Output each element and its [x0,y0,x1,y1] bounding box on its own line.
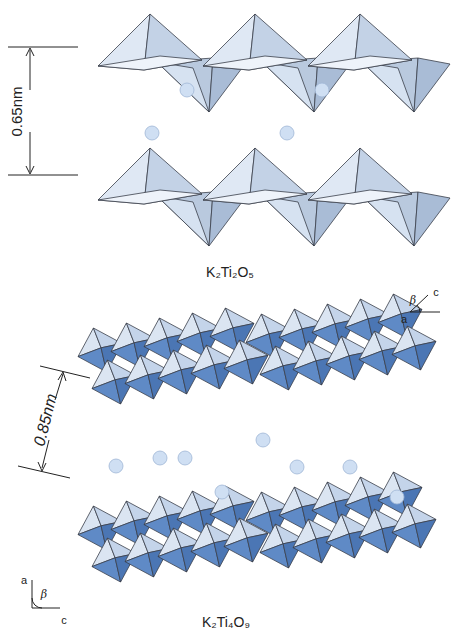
potassium-ion [343,460,357,474]
potassium-ion [315,83,329,97]
polyhedron-face [157,62,209,112]
polyhedron-face [308,56,412,70]
potassium-ion [180,83,194,97]
axis-label: c [433,287,439,298]
potassium-ion [390,490,404,504]
polyhedron-face [98,190,202,204]
polyhedron-face [414,192,450,246]
polyhedron-face [262,196,314,246]
compound-label: K₂Ti₂O₅ [206,265,254,279]
axis-label: a [401,314,407,325]
axis-symbols [32,295,440,608]
potassium-ion [215,485,229,499]
axis-angle: β [410,295,416,306]
potassium-ion [178,451,192,465]
potassium-ion [280,126,294,140]
polyhedron-face [362,196,414,246]
polyhedron-face [378,314,407,338]
polyhedron-face [414,58,450,112]
polyhedron-face [362,62,414,112]
potassium-ion [109,459,123,473]
polyhedron-face [415,519,436,548]
potassium-ion [290,460,304,474]
axis-label: a [21,575,27,586]
polyhedron-face [415,341,436,370]
axis-angle: β [41,589,47,600]
potassium-ion [153,451,167,465]
polyhedron-face [157,196,209,246]
titanate-slabs [78,294,436,582]
axis-label: c [61,615,67,626]
polyhedron-face [203,190,307,204]
potassium-ions [109,83,404,504]
titanate-chains [98,14,450,246]
polyhedron-face [262,62,314,112]
polyhedron-face [203,56,307,70]
dimension-label: 0.85nm [32,392,60,448]
polyhedron-face [98,56,202,70]
dimension-label: 0.65nm [9,86,24,136]
dimension-lines [8,47,90,478]
polyhedron-face [308,190,412,204]
potassium-ion [256,433,270,447]
compound-label: K₂Ti₄O₉ [202,615,250,629]
potassium-ion [145,126,159,140]
